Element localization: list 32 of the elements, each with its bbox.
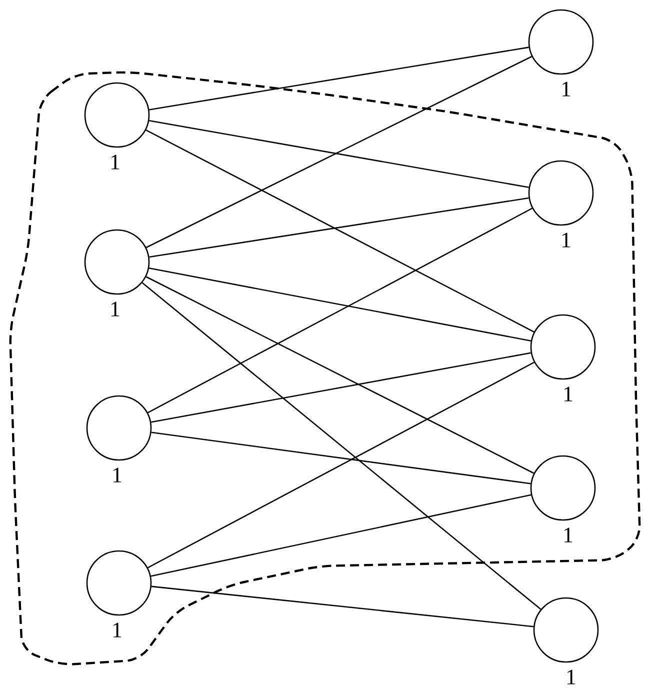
edge-line xyxy=(146,276,534,474)
node-label: 1 xyxy=(564,528,572,542)
edge-line xyxy=(150,494,532,577)
node-label: 1 xyxy=(567,670,576,684)
node-label: 1 xyxy=(113,622,122,638)
edge-line xyxy=(151,352,531,423)
edge-line xyxy=(149,120,529,188)
edge-line xyxy=(149,46,529,110)
circle-node xyxy=(533,597,599,663)
edge-line xyxy=(142,282,542,610)
circle-node xyxy=(528,9,594,75)
edge-line xyxy=(146,130,534,333)
circle-node xyxy=(530,455,596,521)
edge-line xyxy=(148,208,532,414)
edge-line xyxy=(148,267,532,342)
edge-line xyxy=(151,432,531,484)
circle-node xyxy=(84,82,150,148)
node-label: 1 xyxy=(562,232,570,248)
edge-line xyxy=(146,56,532,248)
edge-line xyxy=(148,362,534,568)
circle-node xyxy=(86,395,152,461)
edge-line xyxy=(149,197,529,258)
node-label: 1 xyxy=(564,386,572,402)
node-label: 1 xyxy=(111,154,120,170)
circle-node xyxy=(84,229,150,295)
circle-node xyxy=(86,550,152,616)
circle-node xyxy=(528,160,594,226)
node-label: 1 xyxy=(562,82,570,96)
node-label: 1 xyxy=(111,302,120,316)
edge-line xyxy=(151,586,534,628)
circle-node xyxy=(530,314,596,380)
node-label: 1 xyxy=(113,468,122,482)
